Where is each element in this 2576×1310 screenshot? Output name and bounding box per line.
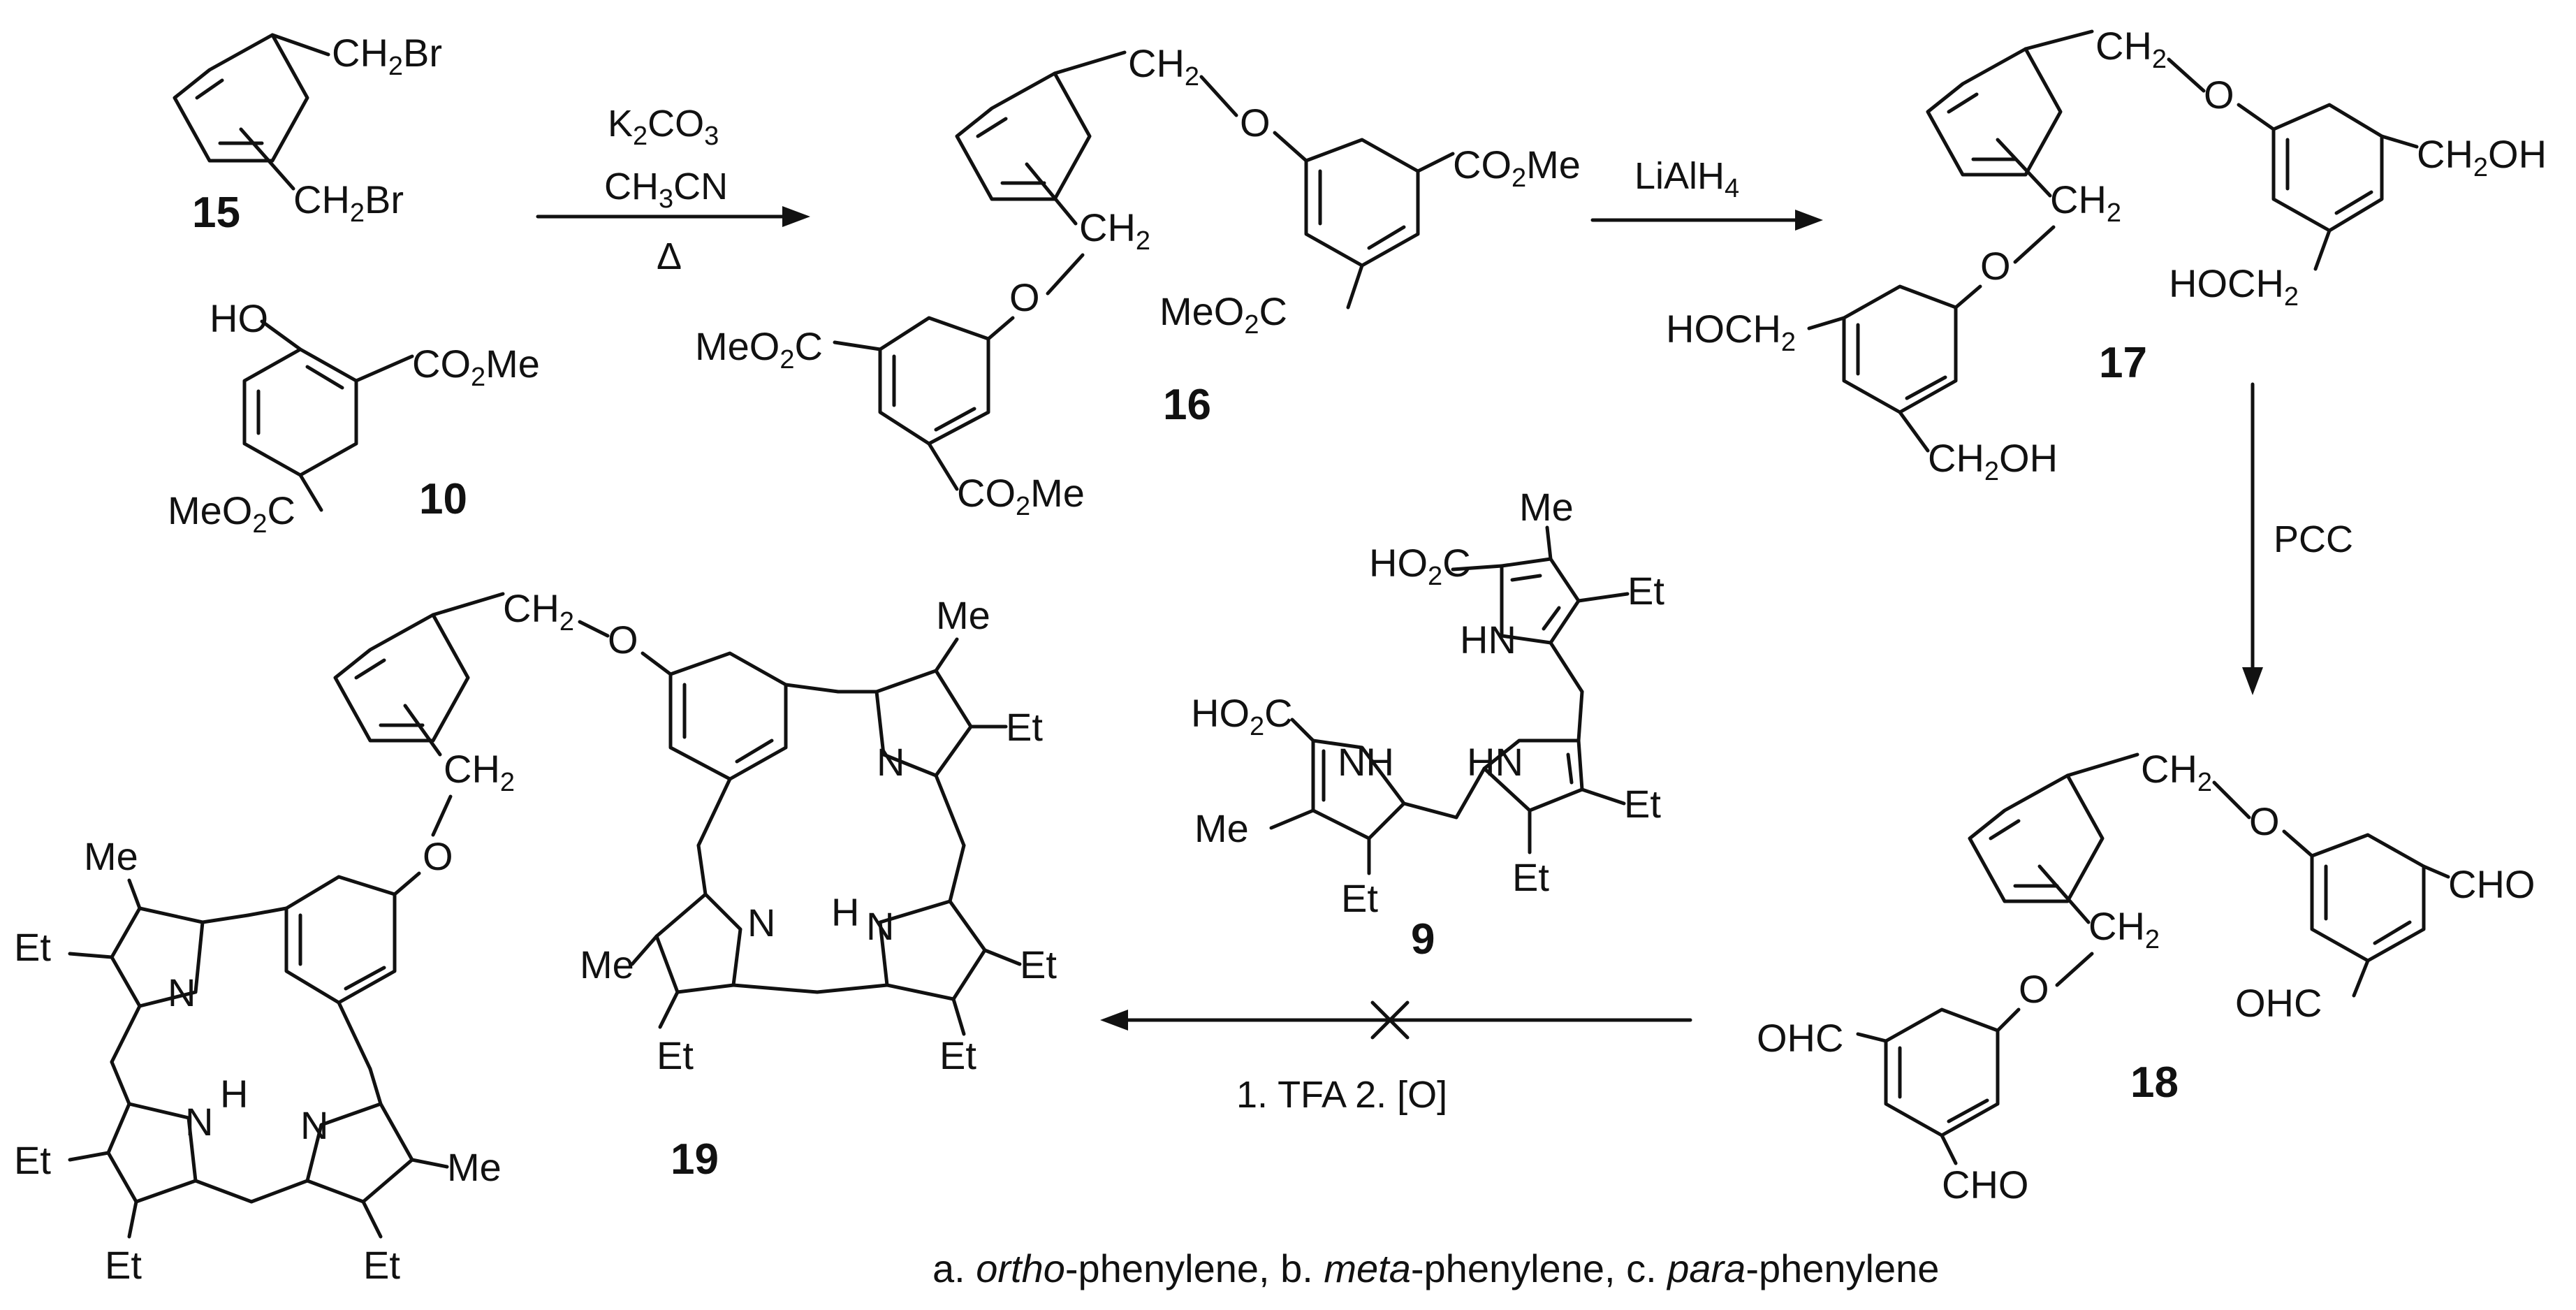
svg-text:CO2Me: CO2Me [957, 471, 1085, 521]
step4-conditions: 1. TFA 2. [O] [1236, 1074, 1447, 1116]
step1-reagent-ch3cn: CH3CN [604, 166, 728, 214]
svg-text:O: O [1980, 244, 2011, 288]
svg-text:Et: Et [14, 1138, 51, 1182]
svg-text:CH2: CH2 [2095, 24, 2167, 74]
compound-16: CH2 O CO2Me MeO2C CH2 O MeO2C CO2Me 16 [695, 41, 1581, 521]
svg-text:CHO: CHO [2448, 862, 2535, 906]
svg-text:CH2: CH2 [1079, 205, 1150, 256]
svg-text:N: N [866, 904, 894, 948]
step1-heat: Δ [657, 235, 682, 277]
svg-text:Et: Et [363, 1243, 400, 1287]
svg-text:CH2: CH2 [2050, 177, 2121, 228]
svg-text:Me: Me [84, 834, 138, 878]
svg-text:MeO2C: MeO2C [1159, 289, 1287, 340]
svg-text:HN: HN [1467, 740, 1523, 784]
svg-text:NH: NH [1338, 740, 1394, 784]
svg-text:N: N [747, 901, 775, 945]
svg-text:N: N [168, 970, 196, 1014]
compound-10: HO CO2Me MeO2C 10 [168, 296, 540, 539]
svg-text:CO2Me: CO2Me [1453, 143, 1581, 193]
svg-text:HOCH2: HOCH2 [1666, 307, 1796, 357]
svg-text:OHC: OHC [2235, 981, 2322, 1025]
svg-text:CH2: CH2 [444, 747, 515, 797]
compound-16-label: 16 [1163, 381, 1211, 429]
svg-text:Et: Et [939, 1033, 976, 1077]
compound-19: CH2 O CH2 O N Me Et N Me Et [14, 586, 1057, 1287]
compound-15-label: 15 [192, 189, 240, 237]
compound-17-label: 17 [2099, 339, 2147, 387]
svg-text:CHO: CHO [1942, 1163, 2028, 1207]
svg-text:Et: Et [1627, 569, 1664, 613]
compound-9: Me HO2C Et HN HN Et Et NH Et Me HO2C 9 [1191, 485, 1664, 963]
svg-text:Et: Et [1006, 705, 1043, 749]
svg-text:Et: Et [1341, 876, 1378, 920]
svg-text:Me: Me [1519, 485, 1574, 529]
compound-10-label: 10 [419, 475, 467, 523]
svg-text:O: O [1240, 101, 1271, 145]
svg-text:CO2Me: CO2Me [412, 342, 540, 392]
svg-text:Me: Me [580, 943, 634, 987]
svg-text:Me: Me [447, 1145, 502, 1189]
arrow-step-1: K2CO3 CH3CN Δ [536, 103, 810, 277]
svg-text:MeO2C: MeO2C [168, 488, 295, 539]
svg-text:N: N [877, 740, 905, 784]
svg-text:CH2Br: CH2Br [293, 177, 404, 228]
svg-text:H: H [220, 1072, 248, 1116]
step2-reagent: LiAlH4 [1634, 155, 1739, 203]
svg-text:Et: Et [105, 1243, 142, 1287]
svg-text:O: O [2249, 799, 2280, 843]
svg-text:HO: HO [210, 296, 268, 340]
svg-text:Et: Et [657, 1033, 694, 1077]
compound-18: CH2 O CHO OHC CH2 O OHC CHO 18 [1757, 747, 2535, 1207]
svg-text:O: O [2204, 73, 2234, 117]
svg-text:N: N [185, 1100, 213, 1144]
scheme-caption: a. ortho-phenylene, b. meta-phenylene, c… [932, 1246, 1939, 1290]
svg-text:MeO2C: MeO2C [695, 324, 823, 374]
svg-text:O: O [1009, 275, 1040, 319]
svg-text:CH2: CH2 [503, 586, 574, 636]
svg-text:N: N [300, 1103, 328, 1147]
compound-15: CH2Br CH2Br 15 [173, 31, 442, 237]
svg-text:CH2: CH2 [2141, 747, 2212, 797]
svg-text:CH2OH: CH2OH [1928, 436, 2058, 486]
svg-text:HO2C: HO2C [1369, 541, 1471, 591]
svg-text:CH2OH: CH2OH [2417, 132, 2547, 182]
step3-reagent: PCC [2274, 518, 2353, 560]
svg-text:OHC: OHC [1757, 1016, 1843, 1060]
svg-text:HN: HN [1460, 618, 1516, 662]
svg-text:CH2: CH2 [1128, 41, 1199, 92]
svg-text:O: O [608, 618, 638, 662]
svg-text:O: O [423, 834, 453, 878]
compound-19-label: 19 [671, 1135, 719, 1184]
svg-text:Et: Et [1512, 855, 1549, 899]
svg-text:H: H [831, 890, 859, 934]
svg-text:Me: Me [1194, 806, 1249, 850]
arrow-step-2: LiAlH4 [1590, 155, 1823, 231]
compound-9-label: 9 [1411, 915, 1435, 963]
svg-text:Et: Et [1020, 943, 1057, 987]
arrow-step-3: PCC [2242, 382, 2353, 695]
svg-text:HOCH2: HOCH2 [2169, 261, 2299, 312]
svg-text:Me: Me [936, 593, 990, 637]
step1-reagent-k2co3: K2CO3 [608, 103, 719, 151]
svg-text:O: O [2019, 967, 2049, 1011]
svg-text:CH2: CH2 [2088, 904, 2160, 954]
compound-17: CH2 O CH2OH HOCH2 CH2 O HOCH2 CH2OH 17 [1666, 24, 2547, 486]
compound-18-label: 18 [2130, 1058, 2179, 1107]
arrow-step-4: 1. TFA 2. [O] [1100, 1000, 1692, 1116]
svg-text:CH2Br: CH2Br [332, 31, 442, 81]
svg-text:Et: Et [14, 925, 51, 969]
svg-text:HO2C: HO2C [1191, 691, 1293, 741]
svg-text:Et: Et [1624, 782, 1661, 826]
